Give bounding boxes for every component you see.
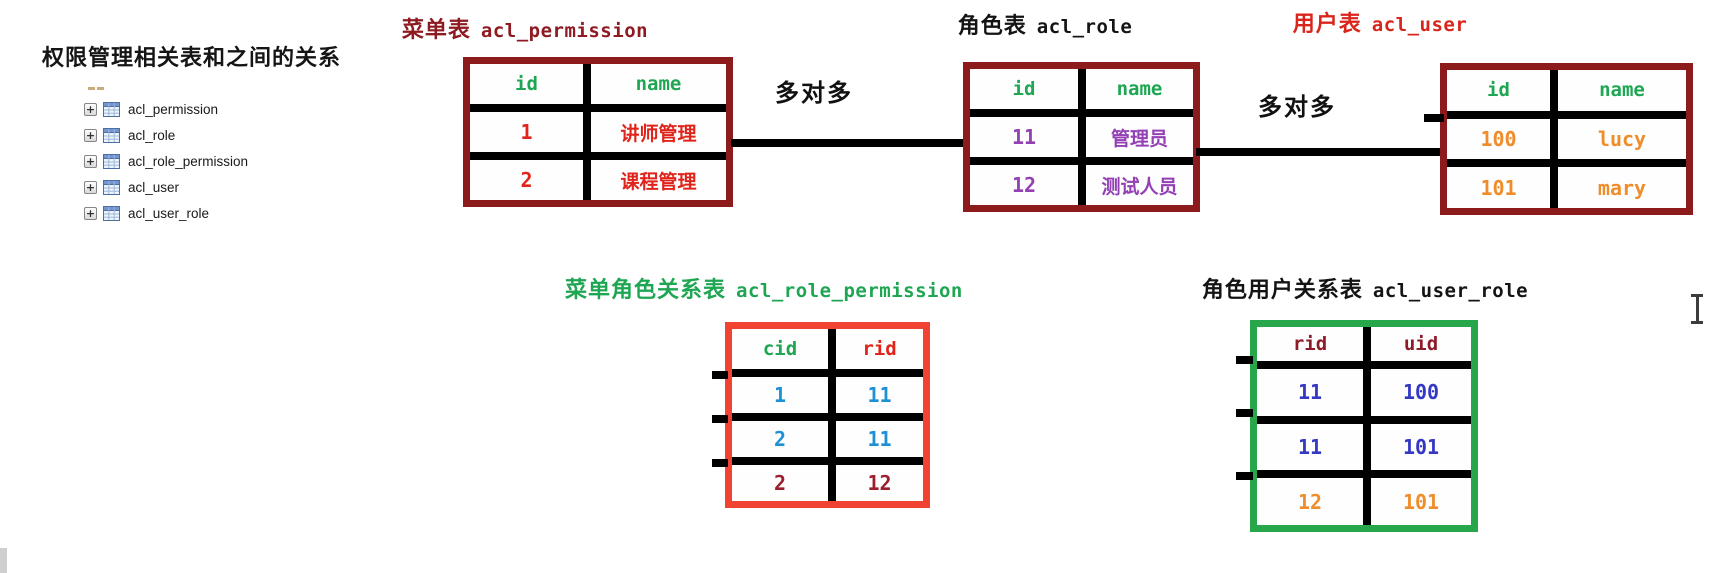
title-acl-user: 用户表 acl_user xyxy=(1290,6,1470,38)
column-header: name xyxy=(1086,69,1193,109)
table-cell: 100 xyxy=(1447,118,1550,160)
title-zh: 角色表 xyxy=(957,14,1027,39)
tree-item-label[interactable]: acl_user xyxy=(128,179,180,195)
table-tree: + acl_permission + acl_role + acl_role_p… xyxy=(84,87,248,226)
entity-table-acl-role-permission: cid rid 1 11 2 11 2 12 xyxy=(725,322,930,508)
column-header: id xyxy=(470,64,583,104)
column-header: cid xyxy=(732,329,828,369)
expand-icon[interactable]: + xyxy=(84,180,97,194)
table-cell: 101 xyxy=(1447,167,1550,208)
table-cell: 课程管理 xyxy=(591,160,726,200)
table-cell: 11 xyxy=(1257,369,1363,416)
table-icon xyxy=(103,179,120,195)
table-icon xyxy=(103,101,120,117)
expand-icon[interactable]: + xyxy=(84,128,97,142)
entity-table-acl-user: id name 100 lucy 101 mary xyxy=(1440,63,1693,215)
table-cell: 讲师管理 xyxy=(591,112,726,152)
relation-label-many-to-many-1: 多对多 xyxy=(775,79,853,107)
column-header: rid xyxy=(1257,327,1363,361)
table-cell: 12 xyxy=(1257,478,1363,525)
title-zh: 角色用户关系表 xyxy=(1201,278,1363,303)
title-acl-role: 角色表 acl_role xyxy=(945,8,1145,40)
divider-stub xyxy=(1424,114,1444,122)
title-en: acl_permission xyxy=(480,20,649,42)
title-acl-user-role: 角色用户关系表 acl_user_role xyxy=(1185,272,1545,304)
divider-stub xyxy=(1236,356,1253,364)
table-cell: 2 xyxy=(732,421,828,457)
expand-icon[interactable]: + xyxy=(84,102,97,116)
table-cell: 101 xyxy=(1371,478,1471,525)
table-cell: 12 xyxy=(836,465,923,501)
title-en: acl_user_role xyxy=(1372,280,1529,302)
expand-icon[interactable]: + xyxy=(84,206,97,220)
divider-stub xyxy=(712,371,728,379)
tree-item-label[interactable]: acl_user_role xyxy=(128,205,210,221)
table-icon xyxy=(103,153,120,169)
page-title: 权限管理相关表和之间的关系 xyxy=(42,46,342,71)
tree-item-acl-permission[interactable]: + acl_permission xyxy=(84,96,248,122)
scrollbar-fragment xyxy=(0,548,7,573)
tree-item-acl-user-role[interactable]: + acl_user_role xyxy=(84,200,248,226)
text-cursor-icon xyxy=(1690,294,1704,324)
relation-line-2 xyxy=(1196,148,1442,156)
tree-item-label[interactable]: acl_permission xyxy=(128,101,219,117)
table-cell: 12 xyxy=(970,165,1078,205)
entity-table-acl-user-role: rid uid 11 100 11 101 12 101 xyxy=(1250,320,1478,532)
table-cell: 1 xyxy=(470,112,583,152)
table-cell: 101 xyxy=(1371,423,1471,471)
entity-table-acl-permission: id name 1 讲师管理 2 课程管理 xyxy=(463,57,733,207)
tree-item-acl-user[interactable]: + acl_user xyxy=(84,174,248,200)
table-cell: 2 xyxy=(470,160,583,200)
table-cell: 测试人员 xyxy=(1086,165,1193,205)
table-cell: 100 xyxy=(1371,369,1471,416)
entity-table-acl-role: id name 11 管理员 12 测试人员 xyxy=(963,62,1200,212)
column-header: id xyxy=(970,69,1078,109)
table-cell: 11 xyxy=(1257,423,1363,471)
title-acl-permission: 菜单表 acl_permission xyxy=(400,12,650,44)
table-icon xyxy=(103,205,120,221)
column-header: rid xyxy=(836,329,923,369)
divider-stub xyxy=(712,415,728,423)
divider-stub xyxy=(1236,409,1253,417)
divider-stub xyxy=(1236,472,1253,480)
title-en: acl_role xyxy=(1036,16,1133,38)
column-header: id xyxy=(1447,70,1550,111)
table-cell: 1 xyxy=(732,377,828,413)
divider-stub xyxy=(712,459,728,467)
table-cell: 11 xyxy=(836,421,923,457)
title-zh: 用户表 xyxy=(1292,12,1362,37)
column-header: name xyxy=(591,64,726,104)
tree-item-label[interactable]: acl_role xyxy=(128,127,176,143)
relation-line-1 xyxy=(731,139,963,147)
table-cell: mary xyxy=(1558,167,1686,208)
column-header: name xyxy=(1558,70,1686,111)
expand-icon[interactable]: + xyxy=(84,154,97,168)
tree-item-label[interactable]: acl_role_permission xyxy=(128,153,249,169)
tree-item-acl-role[interactable]: + acl_role xyxy=(84,122,248,148)
title-acl-role-permission: 菜单角色关系表 acl_role_permission xyxy=(565,272,962,304)
table-cell: 11 xyxy=(970,117,1078,157)
tree-item-acl-role-permission[interactable]: + acl_role_permission xyxy=(84,148,248,174)
table-cell: 2 xyxy=(732,465,828,501)
column-header: uid xyxy=(1371,327,1471,361)
title-zh: 菜单表 xyxy=(401,18,471,43)
title-zh: 菜单角色关系表 xyxy=(565,278,727,303)
table-cell: lucy xyxy=(1558,118,1686,160)
tree-clipped-node xyxy=(88,87,104,90)
table-cell: 11 xyxy=(836,377,923,413)
relation-label-many-to-many-2: 多对多 xyxy=(1258,93,1336,121)
table-icon xyxy=(103,127,120,143)
title-en: acl_role_permission xyxy=(736,280,963,302)
title-en: acl_user xyxy=(1371,14,1468,36)
table-cell: 管理员 xyxy=(1086,117,1193,157)
